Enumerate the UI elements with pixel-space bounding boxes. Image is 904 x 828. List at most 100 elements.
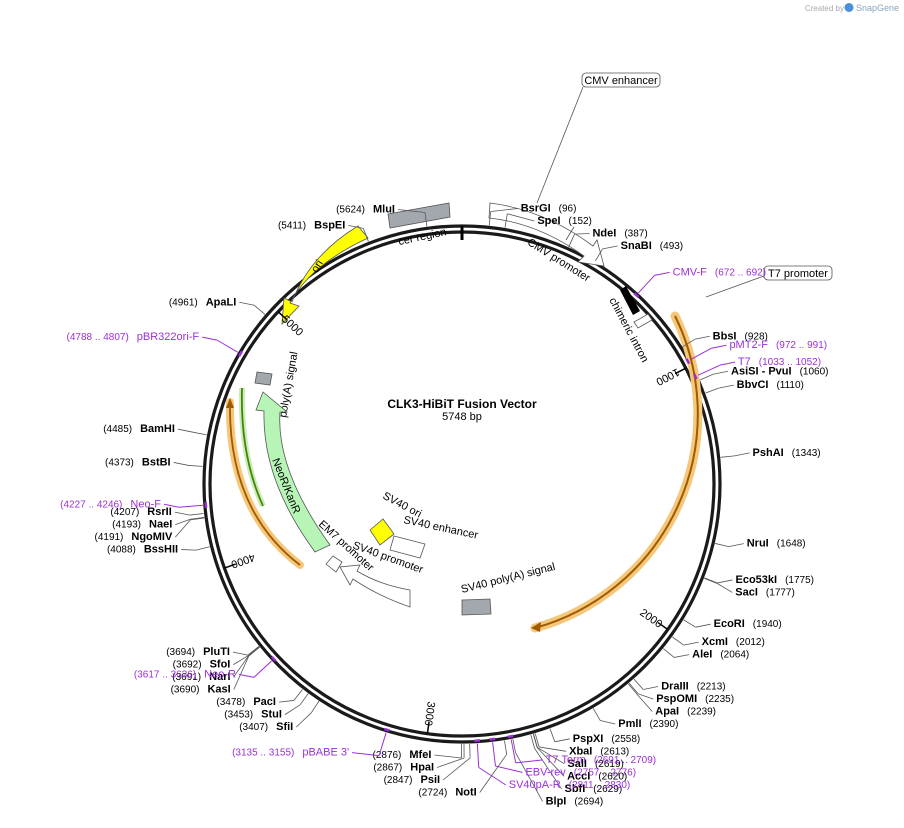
- site-position: (1110): [776, 380, 803, 391]
- svg-text:(2867)HpaI: (2867)HpaI: [373, 761, 434, 773]
- svg-text:NruI(1648): NruI(1648): [747, 538, 806, 550]
- primer-pbr322ori-f[interactable]: (4788 .. 4807)pBR322ori-F: [67, 331, 243, 357]
- feature-ori[interactable]: [281, 225, 369, 326]
- feature-neor-kanr[interactable]: [255, 391, 331, 553]
- boxed-label-cmv-enhancer[interactable]: CMV enhancer: [536, 72, 661, 204]
- site-bsshii[interactable]: (4088)BssHII: [107, 544, 210, 556]
- svg-text:T7 Term(2691 .. 2709): T7 Term(2691 .. 2709): [546, 754, 656, 766]
- site-name: SfoI: [210, 659, 231, 671]
- site-bbvci[interactable]: BbvCI(1110): [705, 379, 804, 394]
- map-length: 5748 bp: [442, 411, 482, 423]
- feature-polya-signal[interactable]: [254, 371, 273, 386]
- feature-chimeric-intron[interactable]: [633, 313, 653, 329]
- site-bamhi[interactable]: (4485)BamHI: [103, 423, 207, 436]
- site-position: (3691): [172, 672, 201, 683]
- svg-text:(3691)NarI: (3691)NarI: [172, 671, 230, 683]
- feature-em7-promoter[interactable]: [325, 555, 343, 573]
- tick-mark: [657, 621, 669, 631]
- site-position: (4207): [110, 507, 139, 518]
- site-pmli[interactable]: PmlI(2390): [592, 708, 678, 730]
- site-draiii[interactable]: DraIII(2213): [633, 678, 726, 693]
- site-apai[interactable]: ApaI(2239): [628, 683, 716, 718]
- site-sbfi[interactable]: SbfI(2629): [530, 734, 622, 795]
- site-name: KasI: [207, 684, 230, 696]
- svg-text:(3694)PluTI: (3694)PluTI: [166, 646, 230, 658]
- primer-cmv-f[interactable]: CMV-F(672 .. 692): [633, 266, 766, 299]
- primer-sv40pa-r[interactable]: SV40pA-R(2811 .. 2830): [474, 739, 630, 791]
- feature-cer-region[interactable]: [387, 202, 451, 229]
- site-psii[interactable]: (2847)PsiI: [384, 743, 471, 786]
- site-spei[interactable]: SpeI(152): [504, 213, 592, 228]
- neo-orf-arrow[interactable]: [240, 387, 264, 507]
- site-snabi[interactable]: SnaBI(493): [595, 240, 683, 262]
- site-name: BamHI: [140, 423, 175, 435]
- primer-range: (3617 .. 3636): [134, 669, 196, 680]
- primer-t7-term[interactable]: T7 Term(2691 .. 2709): [507, 734, 656, 766]
- site-name: PmlI: [618, 718, 641, 730]
- site-blpi[interactable]: BlpI(2694): [512, 738, 603, 807]
- site-stui[interactable]: (3453)StuI: [224, 693, 309, 721]
- primer-neo-r[interactable]: (3617 .. 3636)Neo-R: [134, 656, 277, 680]
- site-pspomi[interactable]: PspOMI(2235): [628, 682, 734, 705]
- site-ecori[interactable]: EcoRI(1940): [683, 618, 782, 630]
- site-paci[interactable]: (3478)PacI: [216, 689, 303, 708]
- site-bbsi[interactable]: BbsI(928): [682, 330, 768, 348]
- site-pshai[interactable]: PshAI(1343): [720, 447, 821, 459]
- site-position: (493): [660, 241, 683, 252]
- site-apali[interactable]: (4961)ApaLI: [169, 296, 266, 315]
- site-position: (2235): [705, 694, 734, 705]
- site-eco53ki[interactable]: Eco53kI(1775): [704, 574, 814, 586]
- primer-name: pBABE 3': [302, 747, 349, 759]
- feature-sv40-polya-signal[interactable]: [461, 598, 492, 616]
- site-mfei[interactable]: (2876)MfeI: [372, 743, 462, 761]
- svg-text:(4227 .. 4246)Neo-F: (4227 .. 4246)Neo-F: [60, 498, 161, 510]
- site-bspei[interactable]: (5411)BspEI: [278, 219, 369, 242]
- site-ngomiv[interactable]: (4191)NgoMIV: [94, 517, 205, 543]
- site-saci[interactable]: SacI(1777): [704, 578, 795, 598]
- svg-text:BsrGI(96): BsrGI(96): [521, 203, 577, 215]
- site-naei[interactable]: (4193)NaeI: [112, 517, 205, 531]
- site-position: (1648): [777, 539, 806, 550]
- site-name: BlpI: [546, 795, 567, 807]
- site-mlui[interactable]: (5624)MluI: [336, 204, 428, 227]
- primer-name: T7 Term: [546, 754, 586, 766]
- orf-arrow[interactable]: [534, 315, 699, 629]
- site-nrui[interactable]: NruI(1648): [715, 538, 806, 550]
- backbone: [202, 224, 722, 744]
- site-alei[interactable]: AleI(2064): [663, 648, 749, 661]
- site-position: (1775): [785, 575, 814, 586]
- primer-pbabe-3[interactable]: (3135 .. 3155)pBABE 3': [232, 727, 391, 759]
- site-xcmi[interactable]: XcmI(2012): [672, 636, 765, 648]
- site-ndei[interactable]: NdeI(387): [568, 228, 648, 248]
- site-rsrii[interactable]: (4207) RsrII: [110, 506, 204, 518]
- primer-ebv-rev[interactable]: EBV-rev(2757 .. 2776): [489, 737, 636, 779]
- feature-sv40-ori[interactable]: [369, 518, 395, 546]
- feature-chimeric-intron-bar[interactable]: [620, 286, 640, 315]
- site-pluti[interactable]: (3694)PluTI: [166, 646, 260, 658]
- site-xbai[interactable]: XbaI(2613): [534, 733, 629, 757]
- site-bstbi[interactable]: (4373)BstBI: [105, 456, 203, 468]
- feature-sv40-enhancer[interactable]: [389, 535, 426, 559]
- site-asisi-pvui[interactable]: AsiSI - PvuI(1060): [700, 365, 828, 381]
- site-name: RsrII: [147, 506, 171, 518]
- site-name: AleI: [692, 649, 712, 661]
- site-kasi[interactable]: (3690)KasI: [171, 646, 260, 696]
- feature-cmv-promoter[interactable]: [488, 202, 605, 267]
- site-noti[interactable]: (2724)NotI: [418, 740, 508, 799]
- site-hpai[interactable]: (2867)HpaI: [373, 743, 465, 774]
- primer-t7[interactable]: T7(1033 .. 1052): [693, 356, 821, 380]
- primer-pmt2-f[interactable]: pMT2-F(972 .. 991): [685, 339, 827, 365]
- primer-neo-f[interactable]: (4227 .. 4246)Neo-F: [60, 498, 208, 510]
- feature-sv40-promoter[interactable]: [339, 564, 411, 608]
- svg-text:Eco53kI(1775): Eco53kI(1775): [736, 574, 815, 586]
- created-by-text: Created by: [805, 4, 844, 13]
- site-bsrgi[interactable]: BsrGI(96): [488, 203, 577, 226]
- site-position: (2867): [373, 762, 402, 773]
- orf-left-arrow[interactable]: [229, 401, 301, 566]
- site-pspxi[interactable]: PspXI(2558): [549, 728, 640, 745]
- boxed-label-t7-promoter[interactable]: T7 promoter: [705, 265, 833, 298]
- site-acci[interactable]: AccI(2620): [532, 733, 627, 782]
- site-sfii[interactable]: (3407)SfiI: [239, 700, 320, 733]
- primer-mark: [489, 737, 496, 741]
